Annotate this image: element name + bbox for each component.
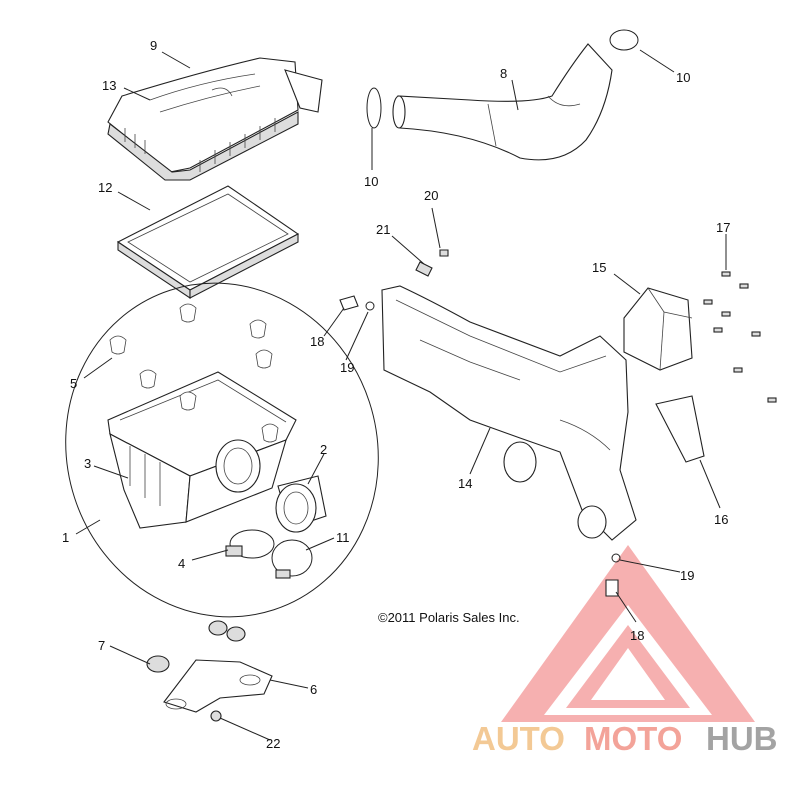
foam-block <box>623 287 693 371</box>
airbox-base <box>107 371 297 529</box>
callout-7: 7 <box>98 638 105 653</box>
callout-19-left: 19 <box>340 360 354 375</box>
callout-14: 14 <box>458 476 472 491</box>
callout-20: 20 <box>424 188 438 203</box>
callout-21: 21 <box>376 222 390 237</box>
callout-19-right: 19 <box>680 568 694 583</box>
callout-10-left: 10 <box>364 174 378 189</box>
airbox-assembly-boundary <box>65 282 379 618</box>
intake-housing <box>381 285 637 541</box>
svg-text:MOTO: MOTO <box>584 720 682 757</box>
tube-clamps <box>366 29 639 129</box>
copyright-text: ©2011 Polaris Sales Inc. <box>378 610 520 625</box>
callout-17: 17 <box>716 220 730 235</box>
svg-text:HUB: HUB <box>706 720 778 757</box>
callout-16: 16 <box>714 512 728 527</box>
callout-9: 9 <box>150 38 157 53</box>
callout-22: 22 <box>266 736 280 751</box>
callout-13: 13 <box>102 78 116 93</box>
airbox-cover <box>107 57 323 181</box>
small-fasteners <box>415 249 449 277</box>
watermark-logo <box>501 545 755 722</box>
mount-bracket <box>146 620 273 722</box>
callout-1: 1 <box>62 530 69 545</box>
air-filter <box>116 185 300 300</box>
airbox-clips <box>109 303 279 443</box>
callout-3: 3 <box>84 456 91 471</box>
screws <box>703 271 777 403</box>
callout-6: 6 <box>310 682 317 697</box>
callouts: 9 13 12 8 10 10 20 21 17 15 18 19 5 2 3 … <box>62 38 730 751</box>
callout-15: 15 <box>592 260 606 275</box>
callout-18-left: 18 <box>310 334 324 349</box>
foam-pad <box>655 395 705 463</box>
watermark-text: AUTO MOTO HUB <box>472 720 778 757</box>
hose-clamps <box>225 529 313 579</box>
callout-5: 5 <box>70 376 77 391</box>
intake-boot <box>275 475 327 533</box>
intake-tube <box>392 43 613 161</box>
leader-lines <box>75 49 727 741</box>
callout-10-right: 10 <box>676 70 690 85</box>
svg-text:AUTO: AUTO <box>472 720 565 757</box>
breather-fitting <box>339 295 621 597</box>
callout-2: 2 <box>320 442 327 457</box>
callout-11: 11 <box>336 530 350 545</box>
callout-18-right: 18 <box>630 628 644 643</box>
callout-12: 12 <box>98 180 112 195</box>
callout-8: 8 <box>500 66 507 81</box>
callout-4: 4 <box>178 556 185 571</box>
